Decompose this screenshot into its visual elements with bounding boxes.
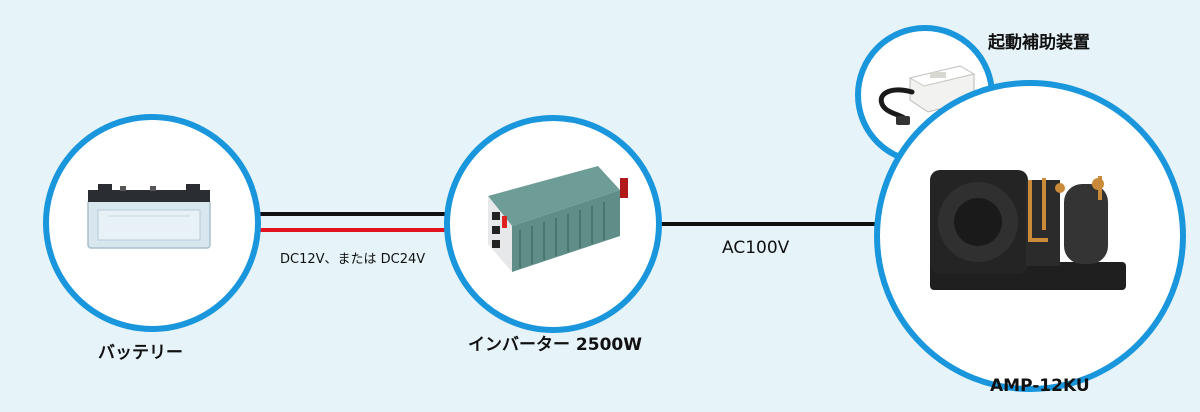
inverter-icon [488,166,628,272]
battery-label: バッテリー [98,343,183,363]
dc-wires [258,212,448,232]
inverter-label: インバーター 2500W [468,335,642,355]
battery-node [43,114,261,332]
unit-icon [930,170,1126,290]
inverter-node [444,115,662,333]
dc-connection-label: DC12V、または DC24V [280,252,426,267]
unit-node [874,80,1186,392]
battery-icon [87,184,211,249]
starter-label: 起動補助装置 [988,33,1090,53]
unit-label: AMP-12KU [990,376,1090,396]
ac-connection-label: AC100V [722,238,790,258]
